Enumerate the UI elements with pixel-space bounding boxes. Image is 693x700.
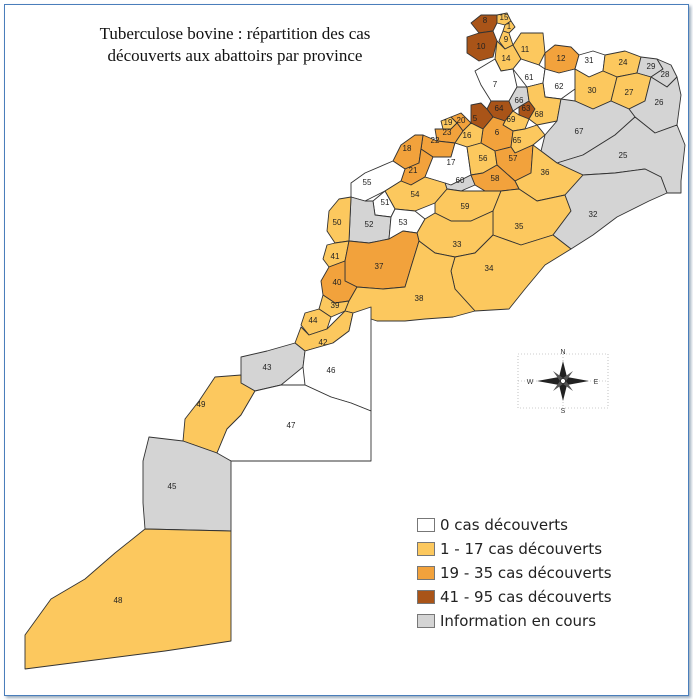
- compass-e-label: E: [594, 379, 599, 386]
- legend-swatch-high: [417, 589, 435, 604]
- province-label-66: 66: [515, 96, 524, 105]
- province-68: [526, 82, 562, 126]
- province-label-57: 57: [509, 154, 518, 163]
- province-label-22: 22: [431, 136, 440, 145]
- province-label-40: 40: [333, 278, 342, 287]
- legend-item-low: 1 - 17 cas découverts: [417, 537, 612, 560]
- province-label-26: 26: [655, 98, 664, 107]
- province-label-28: 28: [661, 70, 670, 79]
- map-title-line1: Tuberculose bovine : répartition des cas: [99, 24, 371, 43]
- province-label-16: 16: [463, 131, 472, 140]
- province-label-27: 27: [625, 88, 634, 97]
- legend-label-low: 1 - 17 cas découverts: [440, 539, 603, 558]
- compass-s-label: S: [561, 408, 566, 415]
- province-label-62: 62: [555, 82, 564, 91]
- province-label-67: 67: [575, 127, 584, 136]
- province-label-21: 21: [409, 166, 418, 175]
- province-label-24: 24: [619, 58, 628, 67]
- legend-swatch-low: [417, 541, 435, 556]
- province-label-6: 6: [495, 128, 500, 137]
- province-label-39: 39: [331, 301, 340, 310]
- province-label-59: 59: [461, 202, 470, 211]
- compass-w-label: W: [527, 379, 534, 386]
- legend-item-pending: Information en cours: [417, 609, 612, 632]
- province-label-10: 10: [477, 42, 486, 51]
- province-label-36: 36: [541, 168, 550, 177]
- province-label-30: 30: [588, 86, 597, 95]
- compass-rose-icon: N S W E: [517, 349, 609, 415]
- legend-swatch-pending: [417, 613, 435, 628]
- province-label-23: 23: [443, 128, 452, 137]
- province-label-47: 47: [287, 421, 296, 430]
- province-48: [24, 528, 232, 670]
- province-label-11: 11: [521, 45, 530, 54]
- province-label-52: 52: [365, 220, 374, 229]
- province-label-58: 58: [491, 174, 500, 183]
- province-label-46: 46: [327, 366, 336, 375]
- province-label-5: 5: [473, 114, 478, 123]
- province-label-29: 29: [647, 62, 656, 71]
- legend-label-medium: 19 - 35 cas découverts: [440, 563, 612, 582]
- province-label-37: 37: [375, 262, 384, 271]
- province-label-32: 32: [589, 210, 598, 219]
- province-label-33: 33: [453, 240, 462, 249]
- province-label-68: 68: [535, 110, 544, 119]
- province-label-41: 41: [331, 252, 340, 261]
- province-label-42: 42: [319, 338, 328, 347]
- province-label-65: 65: [513, 136, 522, 145]
- compass-n-label: N: [560, 349, 565, 356]
- province-label-31: 31: [585, 56, 594, 65]
- province-label-25: 25: [619, 151, 628, 160]
- province-label-43: 43: [263, 363, 272, 372]
- province-label-38: 38: [415, 294, 424, 303]
- province-label-34: 34: [485, 264, 494, 273]
- province-label-18: 18: [403, 144, 412, 153]
- legend-item-medium: 19 - 35 cas découverts: [417, 561, 612, 584]
- province-label-1: 1: [507, 22, 512, 31]
- legend-item-high: 41 - 95 cas découverts: [417, 585, 612, 608]
- province-label-17: 17: [447, 158, 456, 167]
- province-43: [240, 342, 306, 392]
- province-label-50: 50: [333, 218, 342, 227]
- province-label-69: 69: [507, 115, 516, 124]
- province-label-35: 35: [515, 222, 524, 231]
- map-title-line2: découverts aux abattoirs par province: [107, 46, 363, 65]
- province-label-56: 56: [479, 154, 488, 163]
- province-1: [502, 20, 516, 34]
- province-label-15: 15: [500, 13, 509, 22]
- province-label-63: 63: [522, 104, 531, 113]
- legend-label-pending: Information en cours: [440, 611, 597, 630]
- province-label-7: 7: [493, 80, 498, 89]
- province-10: [466, 30, 498, 62]
- province-label-45: 45: [168, 482, 177, 491]
- province-label-8: 8: [483, 16, 488, 25]
- province-label-53: 53: [399, 218, 408, 227]
- province-label-20: 20: [457, 116, 466, 125]
- province-label-48: 48: [114, 596, 123, 605]
- province-label-19: 19: [444, 118, 453, 127]
- province-label-60: 60: [456, 176, 465, 185]
- province-label-14: 14: [502, 54, 511, 63]
- province-label-44: 44: [309, 316, 318, 325]
- province-label-9: 9: [504, 35, 509, 44]
- province-label-51: 51: [381, 198, 390, 207]
- province-label-54: 54: [411, 190, 420, 199]
- province-label-61: 61: [525, 73, 534, 82]
- legend: 0 cas découverts 1 - 17 cas découverts 19 …: [417, 513, 612, 633]
- province-label-12: 12: [557, 54, 566, 63]
- province-label-64: 64: [495, 104, 504, 113]
- province-label-55: 55: [363, 178, 372, 187]
- legend-swatch-medium: [417, 565, 435, 580]
- legend-label-high: 41 - 95 cas découverts: [440, 587, 612, 606]
- map-title: Tuberculose bovine : répartition des cas…: [25, 23, 445, 67]
- legend-item-none: 0 cas découverts: [417, 513, 612, 536]
- province-label-49: 49: [197, 400, 206, 409]
- legend-label-none: 0 cas découverts: [440, 515, 568, 534]
- legend-swatch-none: [417, 517, 435, 532]
